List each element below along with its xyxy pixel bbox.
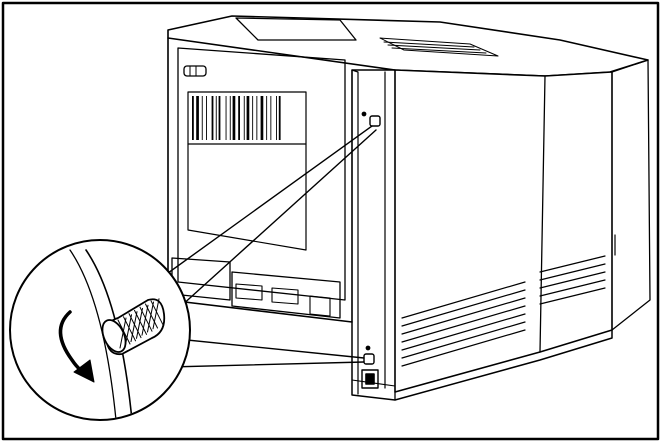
duplex-unit bbox=[171, 257, 341, 319]
barcode-bar bbox=[232, 96, 236, 140]
knurl-line bbox=[130, 311, 138, 343]
thumbscrew-icon bbox=[101, 298, 166, 356]
side-panel bbox=[394, 69, 613, 393]
printer-body bbox=[167, 15, 651, 401]
knurl-line bbox=[145, 303, 158, 329]
barcode-bar bbox=[270, 96, 272, 140]
knurl-line bbox=[141, 304, 149, 336]
barcode-bar bbox=[211, 96, 214, 140]
knurl-line bbox=[128, 313, 142, 339]
upper-thumbscrew bbox=[361, 111, 381, 127]
rear-panel bbox=[167, 37, 396, 323]
knurl-line bbox=[139, 306, 153, 332]
output-tray bbox=[235, 17, 357, 41]
side-vent-left bbox=[401, 281, 526, 367]
barcode-bar bbox=[276, 96, 277, 140]
rear-cover bbox=[177, 47, 346, 301]
rear-latch bbox=[183, 65, 207, 77]
barcode-bar bbox=[206, 96, 207, 140]
side-vent-right bbox=[539, 255, 606, 305]
knurl-line bbox=[150, 300, 164, 326]
barcode-bar bbox=[238, 96, 240, 140]
barcode-bar bbox=[229, 96, 231, 140]
barcode-bar bbox=[246, 96, 250, 140]
knurl-line bbox=[123, 316, 136, 342]
barcode-bar bbox=[196, 96, 199, 140]
knurl-line bbox=[134, 309, 147, 335]
power-socket-icon bbox=[361, 369, 379, 389]
knurl-line bbox=[125, 314, 132, 346]
barcode-bar bbox=[278, 96, 281, 140]
knurl-line bbox=[152, 298, 160, 330]
barcode-bar bbox=[215, 96, 217, 140]
rear-label bbox=[187, 143, 307, 251]
barcode-bar bbox=[225, 96, 227, 140]
barcode-bar bbox=[260, 96, 264, 140]
printer-base bbox=[351, 321, 613, 401]
knurl-line bbox=[117, 319, 131, 345]
lower-thumbscrew bbox=[363, 345, 375, 365]
barcode-label bbox=[187, 91, 307, 145]
barcode-bar bbox=[192, 96, 194, 140]
barcode-bar bbox=[266, 96, 268, 140]
knurl-line bbox=[119, 317, 127, 349]
barcode-bar bbox=[252, 96, 254, 140]
barcode-bar bbox=[218, 96, 221, 140]
barcode-bar bbox=[256, 96, 258, 140]
barcode-bar bbox=[201, 96, 203, 140]
top-vent bbox=[379, 37, 499, 57]
knurl-line bbox=[147, 301, 154, 333]
magnifier-callout bbox=[9, 239, 191, 421]
curved-arrow-icon bbox=[58, 310, 95, 383]
knurl-line bbox=[136, 307, 143, 339]
barcode-bar bbox=[243, 96, 245, 140]
